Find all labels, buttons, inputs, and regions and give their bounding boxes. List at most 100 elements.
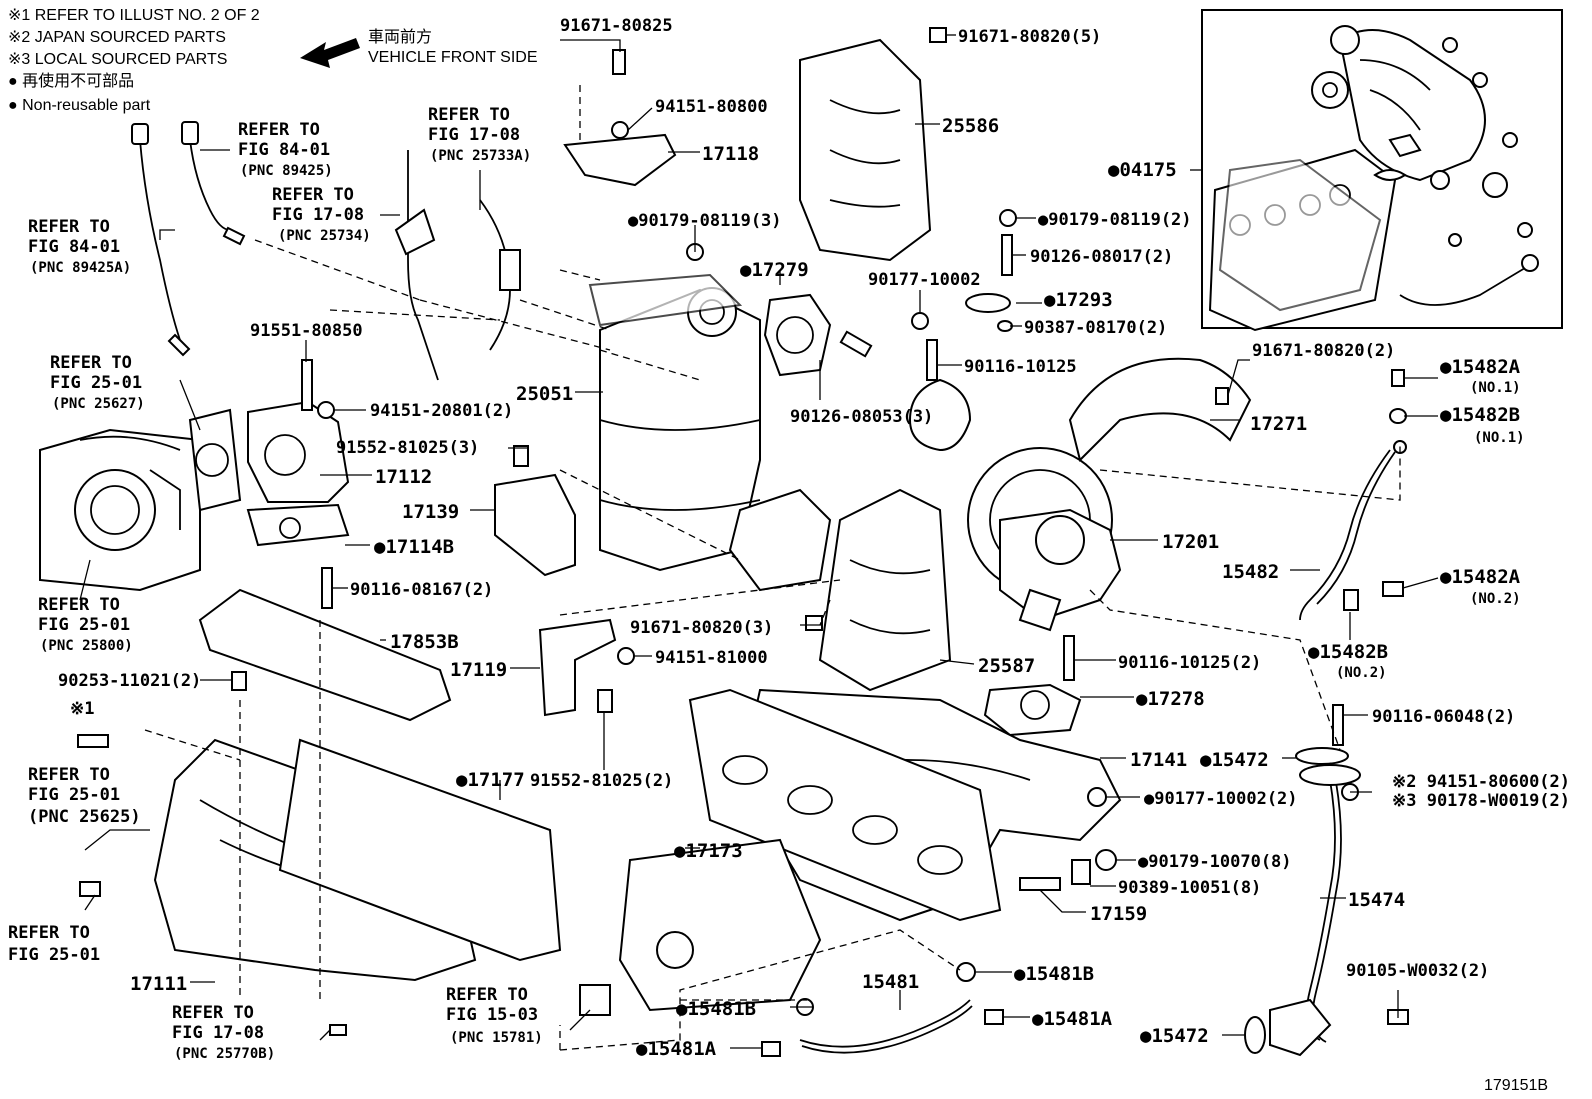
inset-kit-illustration (1201, 9, 1563, 332)
part-label[interactable]: 90116-10125(2) (1118, 653, 1261, 673)
svg-text:REFER TO: REFER TO (28, 765, 110, 785)
part-label[interactable]: ●04175 (1108, 159, 1177, 181)
svg-text:(PNC 25625): (PNC 25625) (28, 807, 141, 827)
part-label[interactable]: 90116-08167(2) (350, 580, 493, 600)
note-line: ※3 LOCAL SOURCED PARTS (8, 51, 227, 68)
part-label[interactable]: 15474 (1348, 889, 1405, 911)
svg-text:FIG 25-01: FIG 25-01 (38, 615, 130, 635)
part-label[interactable]: ●17293 (1044, 289, 1113, 311)
part-label[interactable]: ●15481A (1032, 1008, 1113, 1030)
refer-to-callout[interactable]: REFER TO FIG 17-08 (PNC 25734) (272, 185, 371, 244)
part-label[interactable]: 91671-80820(2) (1252, 341, 1395, 361)
part-label[interactable]: 25587 (978, 655, 1035, 677)
part-label[interactable]: 94151-81000 (655, 648, 768, 668)
part-label[interactable]: ※3 90178-W0019(2) (1392, 791, 1570, 811)
part-label[interactable]: 90253-11021(2) (58, 671, 201, 691)
refer-to-callout[interactable]: REFER TO FIG 25-01 (8, 923, 100, 965)
figure-id: 179151B (1484, 1077, 1548, 1094)
part-label[interactable]: 90105-W0032(2) (1346, 961, 1489, 981)
part-label[interactable]: ●15482A (1440, 566, 1521, 588)
part-label[interactable]: ●15481B (1014, 963, 1094, 985)
part-label-note: (NO.1) (1474, 430, 1525, 446)
note-line: ● 再使用不可部品 (8, 72, 134, 90)
part-label[interactable]: 91552-81025(2) (530, 771, 673, 791)
part-label[interactable]: 17853B (390, 631, 459, 653)
part-label[interactable]: 91551-80850 (250, 321, 363, 341)
part-label[interactable]: 25051 (516, 383, 573, 405)
refer-to-callout[interactable]: REFER TO FIG 25-01 (PNC 25800) (38, 595, 133, 654)
part-label[interactable]: 17139 (402, 501, 459, 523)
svg-text:(PNC 25733A): (PNC 25733A) (430, 148, 531, 164)
part-label[interactable]: 90389-10051(8) (1118, 878, 1261, 898)
part-label[interactable]: 25586 (942, 115, 999, 137)
refer-to-callout[interactable]: REFER TO FIG 25-01 (PNC 25627) (50, 353, 145, 412)
note-line: ※1 REFER TO ILLUST NO. 2 OF 2 (8, 7, 260, 24)
part-label[interactable]: 90126-08053(3) (790, 407, 933, 427)
note-line: ● Non-reusable part (8, 97, 151, 114)
part-label[interactable]: 91552-81025(3) (336, 438, 479, 458)
part-label[interactable]: 90387-08170(2) (1024, 318, 1167, 338)
refer-to-callout[interactable]: REFER TO FIG 84-01 (PNC 89425A) (28, 217, 131, 276)
part-label[interactable]: 17141 (1130, 749, 1187, 771)
refer-to-callout[interactable]: REFER TO FIG 15-03 (PNC 15781) (446, 985, 543, 1046)
refer-to-callout[interactable]: REFER TO FIG 25-01 (PNC 25625) (28, 765, 141, 827)
part-label[interactable]: ●15481B (676, 998, 756, 1020)
svg-text:REFER TO: REFER TO (446, 985, 528, 1005)
part-label[interactable]: ●17114B (374, 536, 454, 558)
part-label[interactable]: ●15482A (1440, 356, 1521, 378)
part-label[interactable]: 17201 (1162, 531, 1219, 553)
part-label[interactable]: ※2 94151-80600(2) (1392, 772, 1570, 792)
part-label[interactable]: 90126-08017(2) (1030, 247, 1173, 267)
part-label[interactable]: ●15482B (1440, 404, 1520, 426)
refer-to-callout[interactable]: REFER TO FIG 17-08 (PNC 25770B) (172, 1003, 275, 1062)
part-label[interactable]: 94151-80800 (655, 97, 768, 117)
part-label[interactable]: ●15481A (636, 1038, 717, 1060)
part-label[interactable]: 90116-10125 (964, 357, 1077, 377)
part-label[interactable]: ●15472 (1140, 1025, 1209, 1047)
part-label[interactable]: ●17177 (456, 769, 525, 791)
svg-text:REFER TO: REFER TO (238, 120, 320, 140)
part-label[interactable]: 17118 (702, 143, 759, 165)
part-label[interactable]: ●17279 (740, 259, 809, 281)
part-label[interactable]: 15482 (1222, 561, 1279, 583)
part-label[interactable]: ●90179-08119(3) (628, 211, 782, 231)
svg-text:FIG 84-01: FIG 84-01 (28, 237, 120, 257)
component-drawings (39, 27, 1409, 1057)
part-label[interactable]: 17159 (1090, 903, 1147, 925)
svg-text:REFER TO: REFER TO (8, 923, 90, 943)
part-label[interactable]: ●17278 (1136, 688, 1205, 710)
part-label[interactable]: ●17173 (674, 840, 743, 862)
svg-text:(PNC 25627): (PNC 25627) (52, 396, 145, 412)
part-label[interactable]: ●90179-08119(2) (1038, 210, 1192, 230)
svg-text:FIG 25-01: FIG 25-01 (50, 373, 142, 393)
part-label[interactable]: 15481 (862, 971, 919, 993)
svg-text:FIG 25-01: FIG 25-01 (8, 945, 100, 965)
svg-text:FIG 17-08: FIG 17-08 (272, 205, 364, 225)
part-label[interactable]: 17112 (375, 466, 432, 488)
front-arrow-icon (300, 38, 360, 68)
refer-to-callout[interactable]: REFER TO FIG 17-08 (PNC 25733A) (428, 105, 531, 164)
part-label[interactable]: ※1 (70, 699, 94, 719)
svg-text:REFER TO: REFER TO (50, 353, 132, 373)
svg-text:(PNC 89425A): (PNC 89425A) (30, 260, 131, 276)
part-label[interactable]: 17111 (130, 973, 187, 995)
part-label[interactable]: ●90177-10002(2) (1144, 789, 1298, 809)
part-label-note: (NO.2) (1336, 665, 1387, 681)
part-label[interactable]: 17119 (450, 659, 507, 681)
refer-to-callout[interactable]: REFER TO FIG 84-01 (PNC 89425) (238, 120, 333, 179)
part-label[interactable]: 17271 (1250, 413, 1307, 435)
part-label[interactable]: ●15472 (1200, 749, 1269, 771)
part-label[interactable]: 94151-20801(2) (370, 401, 513, 421)
part-label[interactable]: ●15482B (1308, 641, 1388, 663)
part-label[interactable]: 91671-80820(3) (630, 618, 773, 638)
reference-callouts: REFER TO FIG 84-01 (PNC 89425) REFER TO … (8, 105, 543, 1062)
svg-text:(PNC 25770B): (PNC 25770B) (174, 1046, 275, 1062)
part-label[interactable]: 90116-06048(2) (1372, 707, 1515, 727)
svg-text:FIG 17-08: FIG 17-08 (172, 1023, 264, 1043)
leader-lines (79, 34, 1439, 1049)
part-label[interactable]: 91671-80825 (560, 16, 673, 36)
part-label[interactable]: 91671-80820(5) (958, 27, 1101, 47)
part-label[interactable]: 90177-10002 (868, 270, 981, 290)
part-label[interactable]: ●90179-10070(8) (1138, 852, 1292, 872)
